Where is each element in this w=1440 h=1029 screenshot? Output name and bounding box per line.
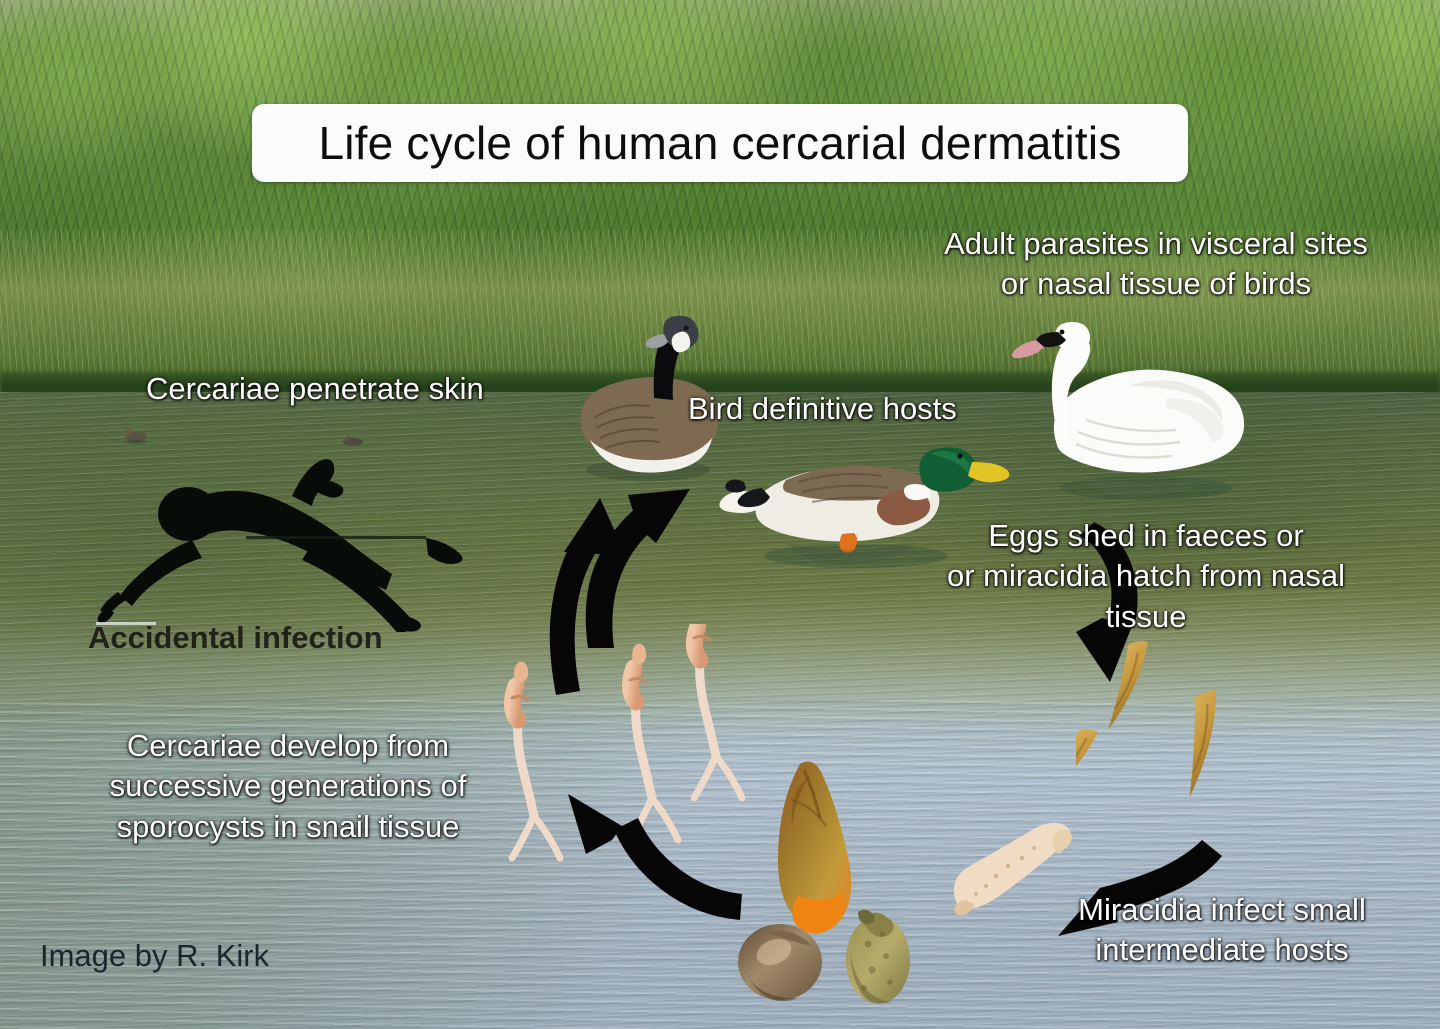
label-adult-parasites: Adult parasites in visceral sites or nas… [944,226,1368,302]
title-banner: Life cycle of human cercarial dermatitis [252,104,1188,182]
parasite-eggs [1076,641,1217,801]
distant-waterbird-icon [124,428,148,444]
fork-tailed-cercariae [504,624,746,862]
page-title: Life cycle of human cercarial dermatitis [318,117,1122,169]
label-bird-definitive-hosts: Bird definitive hosts [688,391,957,426]
mute-swan [1011,321,1245,500]
swimmer-silhouette [96,459,463,632]
image-credit: Image by R. Kirk [40,938,270,973]
label-cercariae-develop: Cercariae develop from successive genera… [109,728,467,844]
canada-goose [580,315,719,481]
reed-texture [0,230,1440,395]
freshwater-snails [738,761,910,1004]
label-eggs-shed: Eggs shed in faeces or or miracidia hatc… [947,518,1345,634]
mallard-drake [719,447,1010,568]
label-cercariae-penetrate-skin: Cercariae penetrate skin [146,371,484,406]
reed-bank [0,230,1440,395]
label-miracidia-infect: Miracidia infect small intermediate host… [1078,892,1366,968]
miracidium-larva [953,822,1073,916]
label-accidental-infection: Accidental infection [88,620,383,655]
distant-waterbird-icon-2 [343,436,363,446]
